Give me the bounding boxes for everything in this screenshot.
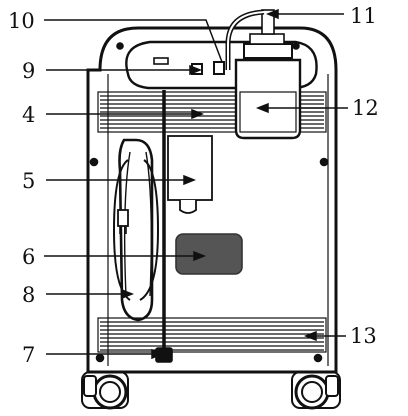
callout-4: 4: [22, 103, 35, 127]
leader-lines: [44, 8, 348, 360]
callout-10: 10: [8, 9, 35, 33]
callout-6: 6: [22, 245, 35, 269]
callout-7: 7: [22, 343, 35, 367]
callout-11: 11: [350, 4, 377, 28]
callout-labels: 10 11 9 4 12 5 6 8 7 13: [8, 4, 379, 367]
callout-12: 12: [352, 96, 379, 120]
callout-9: 9: [22, 59, 35, 83]
callout-8: 8: [22, 283, 35, 307]
humidifier-bottle: [234, 9, 302, 140]
wheel-left: [81, 371, 129, 410]
callout-13: 13: [350, 324, 377, 348]
wheel-right: [291, 371, 341, 410]
tube-7: [155, 90, 173, 363]
callout-5: 5: [22, 169, 35, 193]
label-panel: [175, 233, 243, 275]
lower-vent-grille: [97, 317, 327, 353]
filter-box: [167, 135, 213, 214]
